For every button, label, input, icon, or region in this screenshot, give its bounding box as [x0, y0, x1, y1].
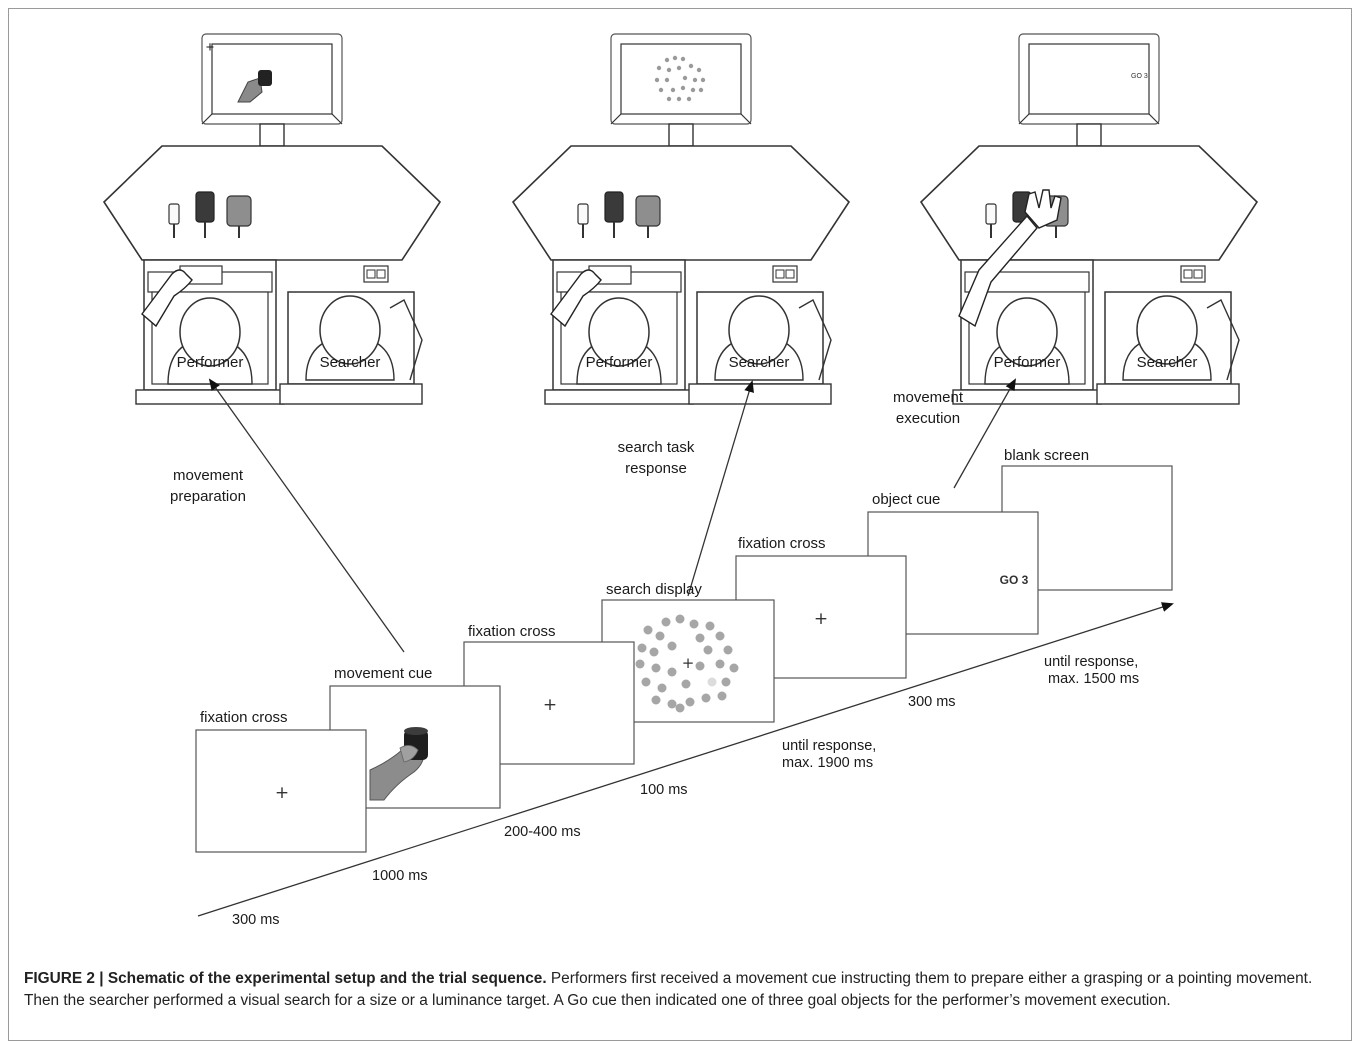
arrow-search-response	[687, 380, 754, 597]
setup-panel-movement-cue: + Performer Searcher	[103, 33, 441, 405]
caption-title: FIGURE 2 | Schematic of the experimental…	[24, 970, 547, 987]
movement-execution-line2: execution	[896, 410, 960, 427]
experiment-diagram: + Performer Searcher Performer Searcher …	[103, 33, 1258, 928]
performer-label: Performer	[177, 354, 244, 371]
duration-label: max. 1500 ms	[1048, 671, 1139, 687]
figure-caption: FIGURE 2 | Schematic of the experimental…	[24, 968, 1344, 1012]
plus-label: +	[206, 40, 214, 56]
go-cue-mini: GO 3	[1131, 73, 1148, 80]
fixation-cross: +	[682, 654, 695, 672]
time-axis-arrow	[197, 602, 1174, 917]
screen-label: fixation cross	[738, 535, 826, 552]
caption-text: Performers first received a movement cue…	[24, 970, 1313, 1009]
setup-panel-execution: GO 3 Performer Searcher	[920, 33, 1258, 405]
setup-panel-search: Performer Searcher	[512, 33, 850, 405]
movement-preparation-line1: movement	[173, 467, 244, 484]
reaching-arm	[958, 214, 1038, 328]
fixation-cross: +	[814, 609, 828, 629]
fixation-cross: +	[275, 783, 289, 803]
grasping-hand	[1024, 189, 1062, 229]
duration-label: max. 1900 ms	[782, 755, 873, 771]
screen-label: search display	[606, 581, 702, 598]
hand-holding-cylinder-image	[369, 727, 428, 801]
search-dots	[635, 614, 739, 713]
arrow-movement-preparation	[208, 378, 405, 653]
performer-label: Performer	[586, 354, 653, 371]
arrow-movement-execution	[953, 378, 1016, 489]
go-cue: GO 3	[1000, 573, 1029, 587]
fixation-cross: +	[543, 695, 557, 715]
searcher-label: Searcher	[729, 354, 790, 371]
movement-preparation-line2: preparation	[170, 488, 246, 505]
duration-label: 300 ms	[232, 912, 280, 928]
figure-frame	[8, 8, 1352, 1041]
movement-execution-line1: movement	[893, 389, 964, 406]
screen-label: object cue	[872, 491, 940, 508]
screen-fixation-1: fixation cross +	[195, 709, 367, 853]
screen-label: blank screen	[1004, 447, 1089, 464]
performer-label: Performer	[994, 354, 1061, 371]
searcher-label: Searcher	[1137, 354, 1198, 371]
screen-label: movement cue	[334, 665, 432, 682]
duration-label: 1000 ms	[372, 868, 428, 884]
duration-label: 200-400 ms	[504, 824, 581, 840]
searcher-label: Searcher	[320, 354, 381, 371]
screen-label: fixation cross	[200, 709, 288, 726]
search-response-line1: search task	[618, 439, 695, 456]
duration-label: until response,	[1044, 654, 1138, 670]
screen-label: fixation cross	[468, 623, 556, 640]
search-dots-mini	[654, 55, 706, 102]
duration-label: 300 ms	[908, 694, 956, 710]
duration-label: until response,	[782, 738, 876, 754]
duration-label: 100 ms	[640, 782, 688, 798]
search-response-line2: response	[625, 460, 687, 477]
